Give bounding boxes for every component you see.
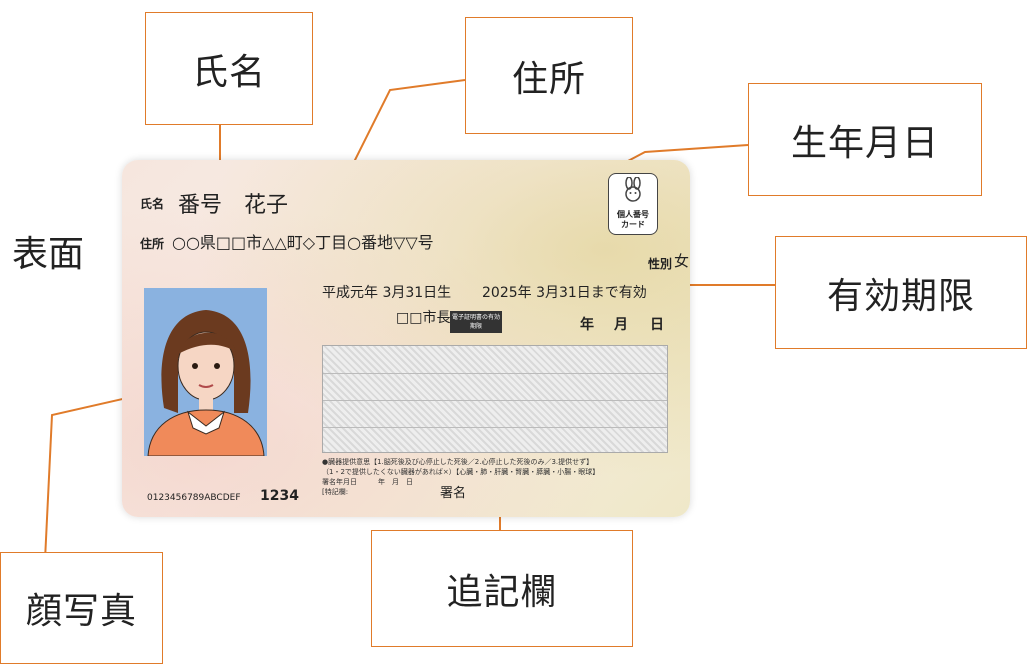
- card-sex-value: 女: [674, 252, 690, 270]
- callout-address: 住所: [465, 17, 633, 134]
- organ-donation-line-2: （1・2で提供したくない臓器があれば×）【心臓・肺・肝臓・腎臓・膵臓・小腸・眼球…: [322, 468, 600, 476]
- leader-photo: [44, 394, 141, 561]
- face-photo: [144, 288, 267, 457]
- card-expiry: 2025年 3月31日まで有効: [482, 285, 647, 301]
- card-name-label: 氏名: [140, 197, 165, 211]
- card-address-label: 住所: [140, 237, 165, 251]
- mynumber-logo: 個人番号 カード: [608, 173, 658, 235]
- card-sex-label: 性別: [648, 257, 673, 271]
- callout-birthdate-text: 生年月日: [790, 122, 939, 164]
- card-code: 1234: [260, 488, 299, 504]
- cert-year: 年: [580, 317, 594, 333]
- callout-name-text: 氏名: [191, 51, 266, 93]
- callout-memo-text: 追記欄: [446, 571, 558, 613]
- card-serial-number: 0123456789ABCDEF: [147, 493, 241, 503]
- portrait-illustration: [147, 310, 265, 457]
- logo-text-1: 個人番号: [617, 210, 649, 219]
- logo-text-2: カード: [621, 220, 645, 229]
- organ-signature-date: 署名年月日 年 月 日: [322, 478, 413, 486]
- rabbit-icon: [625, 177, 641, 202]
- organ-notes: [特記欄:: [322, 488, 349, 496]
- cert-day: 日: [650, 317, 664, 333]
- card-address-value: ○○県□□市△△町◇丁目○番地▽▽号: [172, 233, 434, 252]
- callout-name: 氏名: [145, 12, 313, 125]
- callout-address-text: 住所: [511, 58, 586, 100]
- organ-donation-line-1: ●臓器提供意思【1.脳死後及び心停止した死後／2.心停止した死後のみ／3.提供せ…: [322, 458, 594, 466]
- callout-expiry: 有効期限: [775, 236, 1027, 349]
- side-label-front: 表面: [12, 234, 85, 275]
- callout-memo: 追記欄: [371, 530, 633, 647]
- card-birthdate: 平成元年 3月31日生: [322, 285, 452, 301]
- callout-birthdate: 生年月日: [748, 83, 982, 196]
- card-issuer: □□市長: [396, 310, 451, 326]
- cert-validity-tag: 電子証明書の有効期限: [450, 311, 502, 333]
- cert-month: 月: [614, 317, 628, 333]
- callout-photo-text: 顔写真: [25, 591, 137, 632]
- mynumber-card: 氏名 番号 花子 住所 ○○県□□市△△町◇丁目○番地▽▽号 個人番号 カード …: [122, 160, 690, 517]
- callout-expiry-text: 有効期限: [826, 275, 975, 317]
- memo-area: [322, 345, 668, 453]
- callout-photo: 顔写真: [0, 552, 163, 664]
- signature-label: 署名: [440, 486, 467, 501]
- card-name-value: 番号 花子: [178, 193, 289, 218]
